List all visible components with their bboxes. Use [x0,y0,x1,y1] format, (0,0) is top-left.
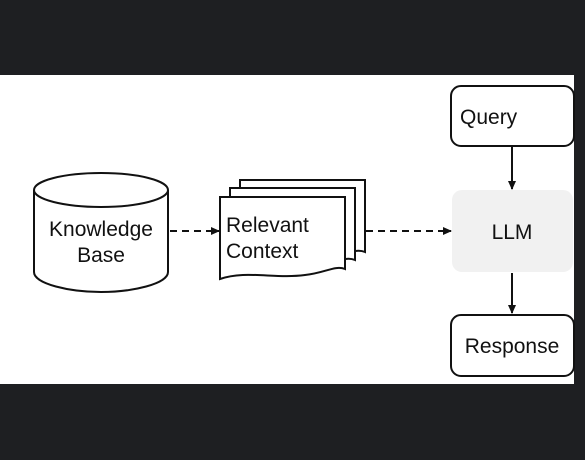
query-node: Query [450,85,575,147]
document-front [219,196,346,281]
knowledge-base-label-line-2: Base [77,244,125,267]
llm-node: LLM [452,190,573,272]
relevant-context-label-line-1: Relevant [226,214,309,237]
response-node: Response [450,314,575,377]
query-label: Query [460,106,518,129]
llm-label: LLM [492,221,533,244]
relevant-context-label-line-2: Context [226,240,299,263]
response-box [450,314,575,377]
response-label: Response [465,335,560,358]
query-box [450,85,575,147]
knowledge-base-label-line-1: Knowledge [49,218,153,241]
cylinder-top [33,172,169,208]
knowledge-base-node: Knowledge Base [33,172,169,294]
llm-box [452,190,573,272]
cylinder-body [33,190,169,294]
relevant-context-node: Relevant Context [219,179,366,281]
